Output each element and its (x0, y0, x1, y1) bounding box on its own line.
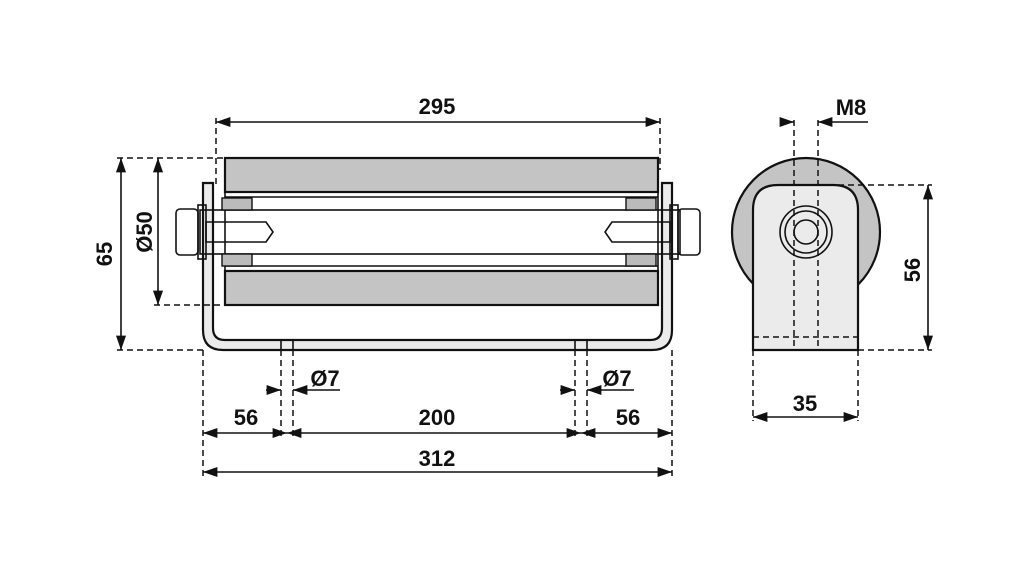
u-bracket (201, 181, 674, 352)
dim-label: 200 (419, 405, 456, 430)
dim-label: 295 (419, 94, 456, 119)
dim-label: 65 (92, 242, 117, 266)
bolt-right (604, 204, 701, 260)
dim-hole-right: Ø7 (560, 350, 634, 437)
dim-overall-height: 65 (92, 157, 225, 351)
dim-axle-height: 56 (818, 184, 934, 351)
dim-label: Ø50 (132, 211, 157, 253)
foot-right (574, 339, 588, 351)
axle (199, 209, 681, 255)
side-bracket (751, 183, 860, 352)
dim-tube-length: 295 (215, 94, 661, 185)
front-view: 295 65 Ø50 Ø7 Ø7 (92, 94, 701, 478)
foot-left (280, 339, 294, 351)
dim-label: Ø7 (602, 366, 631, 391)
roller-inner (224, 191, 659, 272)
dim-label: 56 (234, 405, 258, 430)
bearings (221, 197, 657, 267)
roller-tube-bottom (223, 269, 660, 307)
dim-label: 56 (900, 258, 925, 282)
nut (779, 205, 833, 259)
dim-thread: M8 (779, 95, 868, 350)
dim-tube-diameter: Ø50 (132, 158, 225, 306)
dim-hole-left: Ø7 (266, 350, 340, 437)
dim-label: M8 (836, 95, 867, 120)
dim-overall-length: 312 (203, 446, 672, 478)
dim-label: 312 (419, 446, 456, 471)
dim-label: 35 (793, 391, 817, 416)
bolt-left (175, 204, 274, 260)
dim-label: Ø7 (310, 366, 339, 391)
dim-hole-positions: 56 200 56 (202, 350, 673, 476)
dim-label: 56 (616, 405, 640, 430)
roller-tube-top (223, 156, 660, 194)
dim-bracket-width: 35 (752, 350, 859, 423)
side-view: M8 56 35 (730, 95, 934, 423)
